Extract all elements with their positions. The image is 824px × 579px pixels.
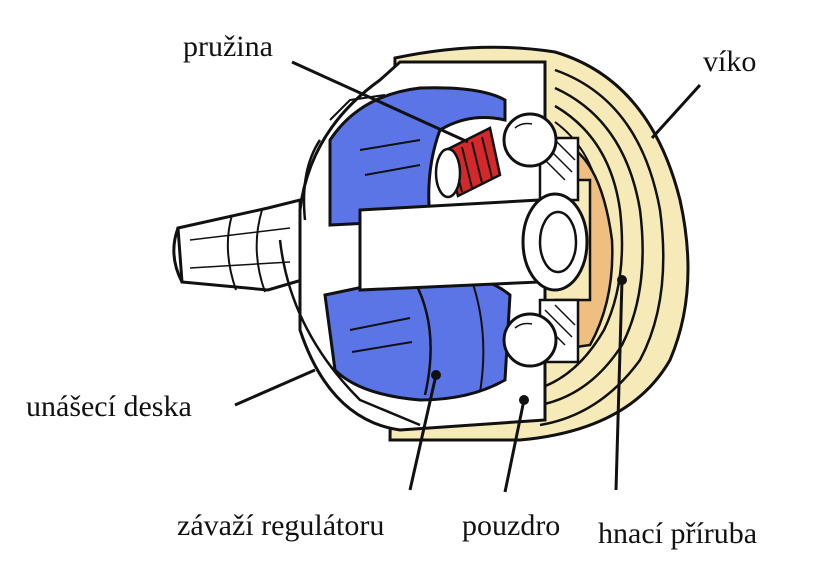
leader-dots	[431, 275, 627, 405]
shaft	[172, 198, 304, 293]
leader-sleeve	[503, 399, 526, 493]
balls	[502, 112, 558, 368]
leader-weights	[408, 374, 438, 491]
label-regulator-weights: závaží regulátoru	[177, 509, 385, 542]
label-spring: pružina	[183, 30, 273, 63]
leader-spring	[291, 60, 469, 144]
leader-flange	[614, 279, 624, 491]
central-hub	[358, 192, 589, 292]
label-drive-plate: unášecí deska	[26, 390, 192, 423]
sleeve	[538, 136, 580, 364]
spring	[434, 126, 502, 199]
label-drive-flange: hnací příruba	[598, 517, 758, 550]
upper-weight	[328, 86, 507, 227]
leader-lines	[234, 60, 702, 493]
leader-cover	[650, 83, 702, 140]
label-sleeve: pouzdro	[462, 509, 561, 542]
lower-weight	[323, 272, 512, 402]
label-cover: víko	[703, 45, 757, 78]
leader-drive-plate	[234, 368, 316, 407]
